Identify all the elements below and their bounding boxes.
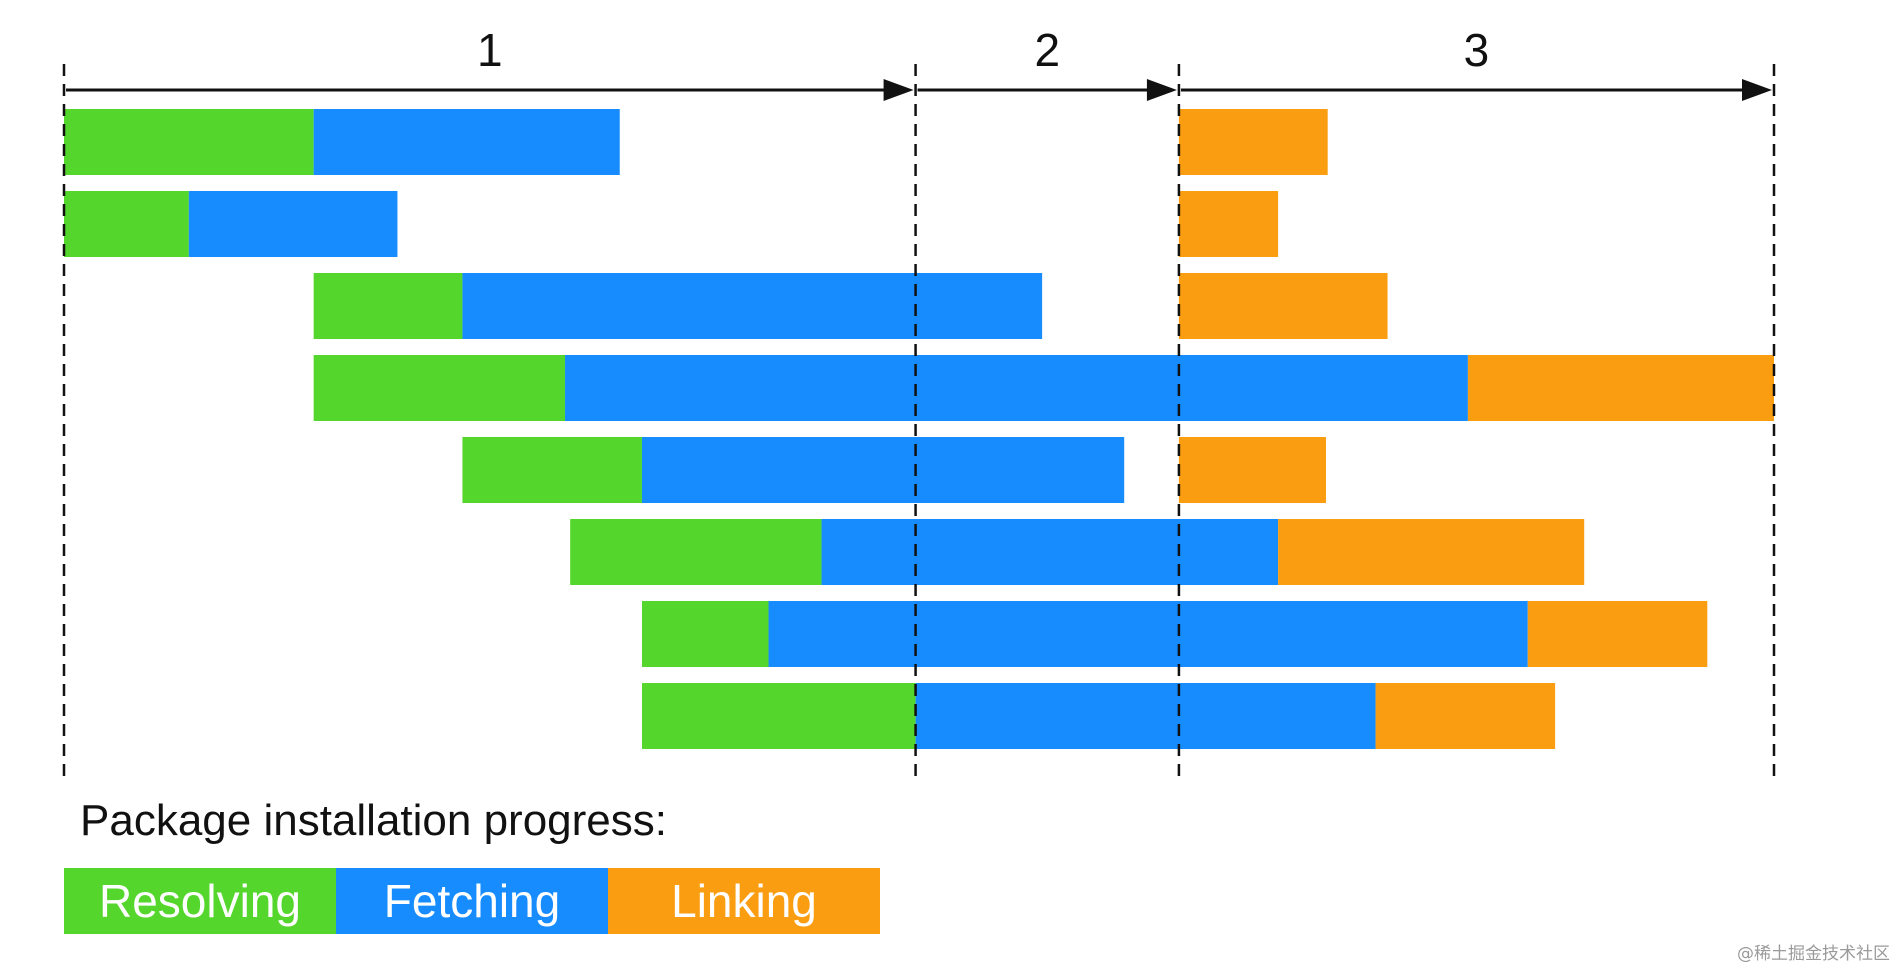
package-bars [64, 109, 1774, 749]
bar-fetching-package-3 [462, 273, 1043, 339]
legend-item-resolving: Resolving [64, 868, 336, 934]
legend-title: Package installation progress: [80, 796, 667, 845]
bar-linking-package-3 [1178, 273, 1388, 339]
bar-linking-package-8 [1375, 683, 1556, 749]
bar-fetching-package-7 [768, 601, 1528, 667]
bar-resolving-package-8 [641, 683, 916, 749]
bar-fetching-package-6 [821, 519, 1279, 585]
bar-resolving-package-2 [64, 191, 189, 257]
legend: Resolving Fetching Linking [64, 868, 880, 934]
phase-arrows [66, 79, 1772, 101]
bar-linking-package-4 [1467, 355, 1774, 421]
bar-resolving-package-3 [313, 273, 463, 339]
bar-fetching-package-5 [641, 437, 1125, 503]
legend-item-linking: Linking [608, 868, 880, 934]
phase-arrow-head-2 [1146, 79, 1177, 101]
watermark: @稀土掘金技术社区 [1737, 944, 1890, 964]
bar-resolving-package-7 [641, 601, 769, 667]
bar-linking-package-7 [1527, 601, 1708, 667]
bar-fetching-package-4 [565, 355, 1468, 421]
bar-linking-package-5 [1178, 437, 1326, 503]
phase-label-2: 2 [1034, 24, 1060, 76]
phase-label-3: 3 [1464, 24, 1490, 76]
bar-resolving-package-4 [313, 355, 566, 421]
bar-linking-package-6 [1278, 519, 1585, 585]
phase-arrow-head-1 [883, 79, 914, 101]
bar-fetching-package-8 [915, 683, 1376, 749]
bar-fetching-package-1 [313, 109, 620, 175]
bar-fetching-package-2 [188, 191, 398, 257]
phase-arrow-head-3 [1742, 79, 1772, 101]
phase-label-1: 1 [477, 24, 503, 76]
bar-linking-package-1 [1178, 109, 1328, 175]
legend-item-fetching: Fetching [336, 868, 608, 934]
bar-linking-package-2 [1178, 191, 1279, 257]
phase-labels: 1 2 3 [477, 24, 1489, 76]
bar-resolving-package-5 [462, 437, 642, 503]
bar-resolving-package-1 [64, 109, 314, 175]
bar-resolving-package-6 [570, 519, 822, 585]
